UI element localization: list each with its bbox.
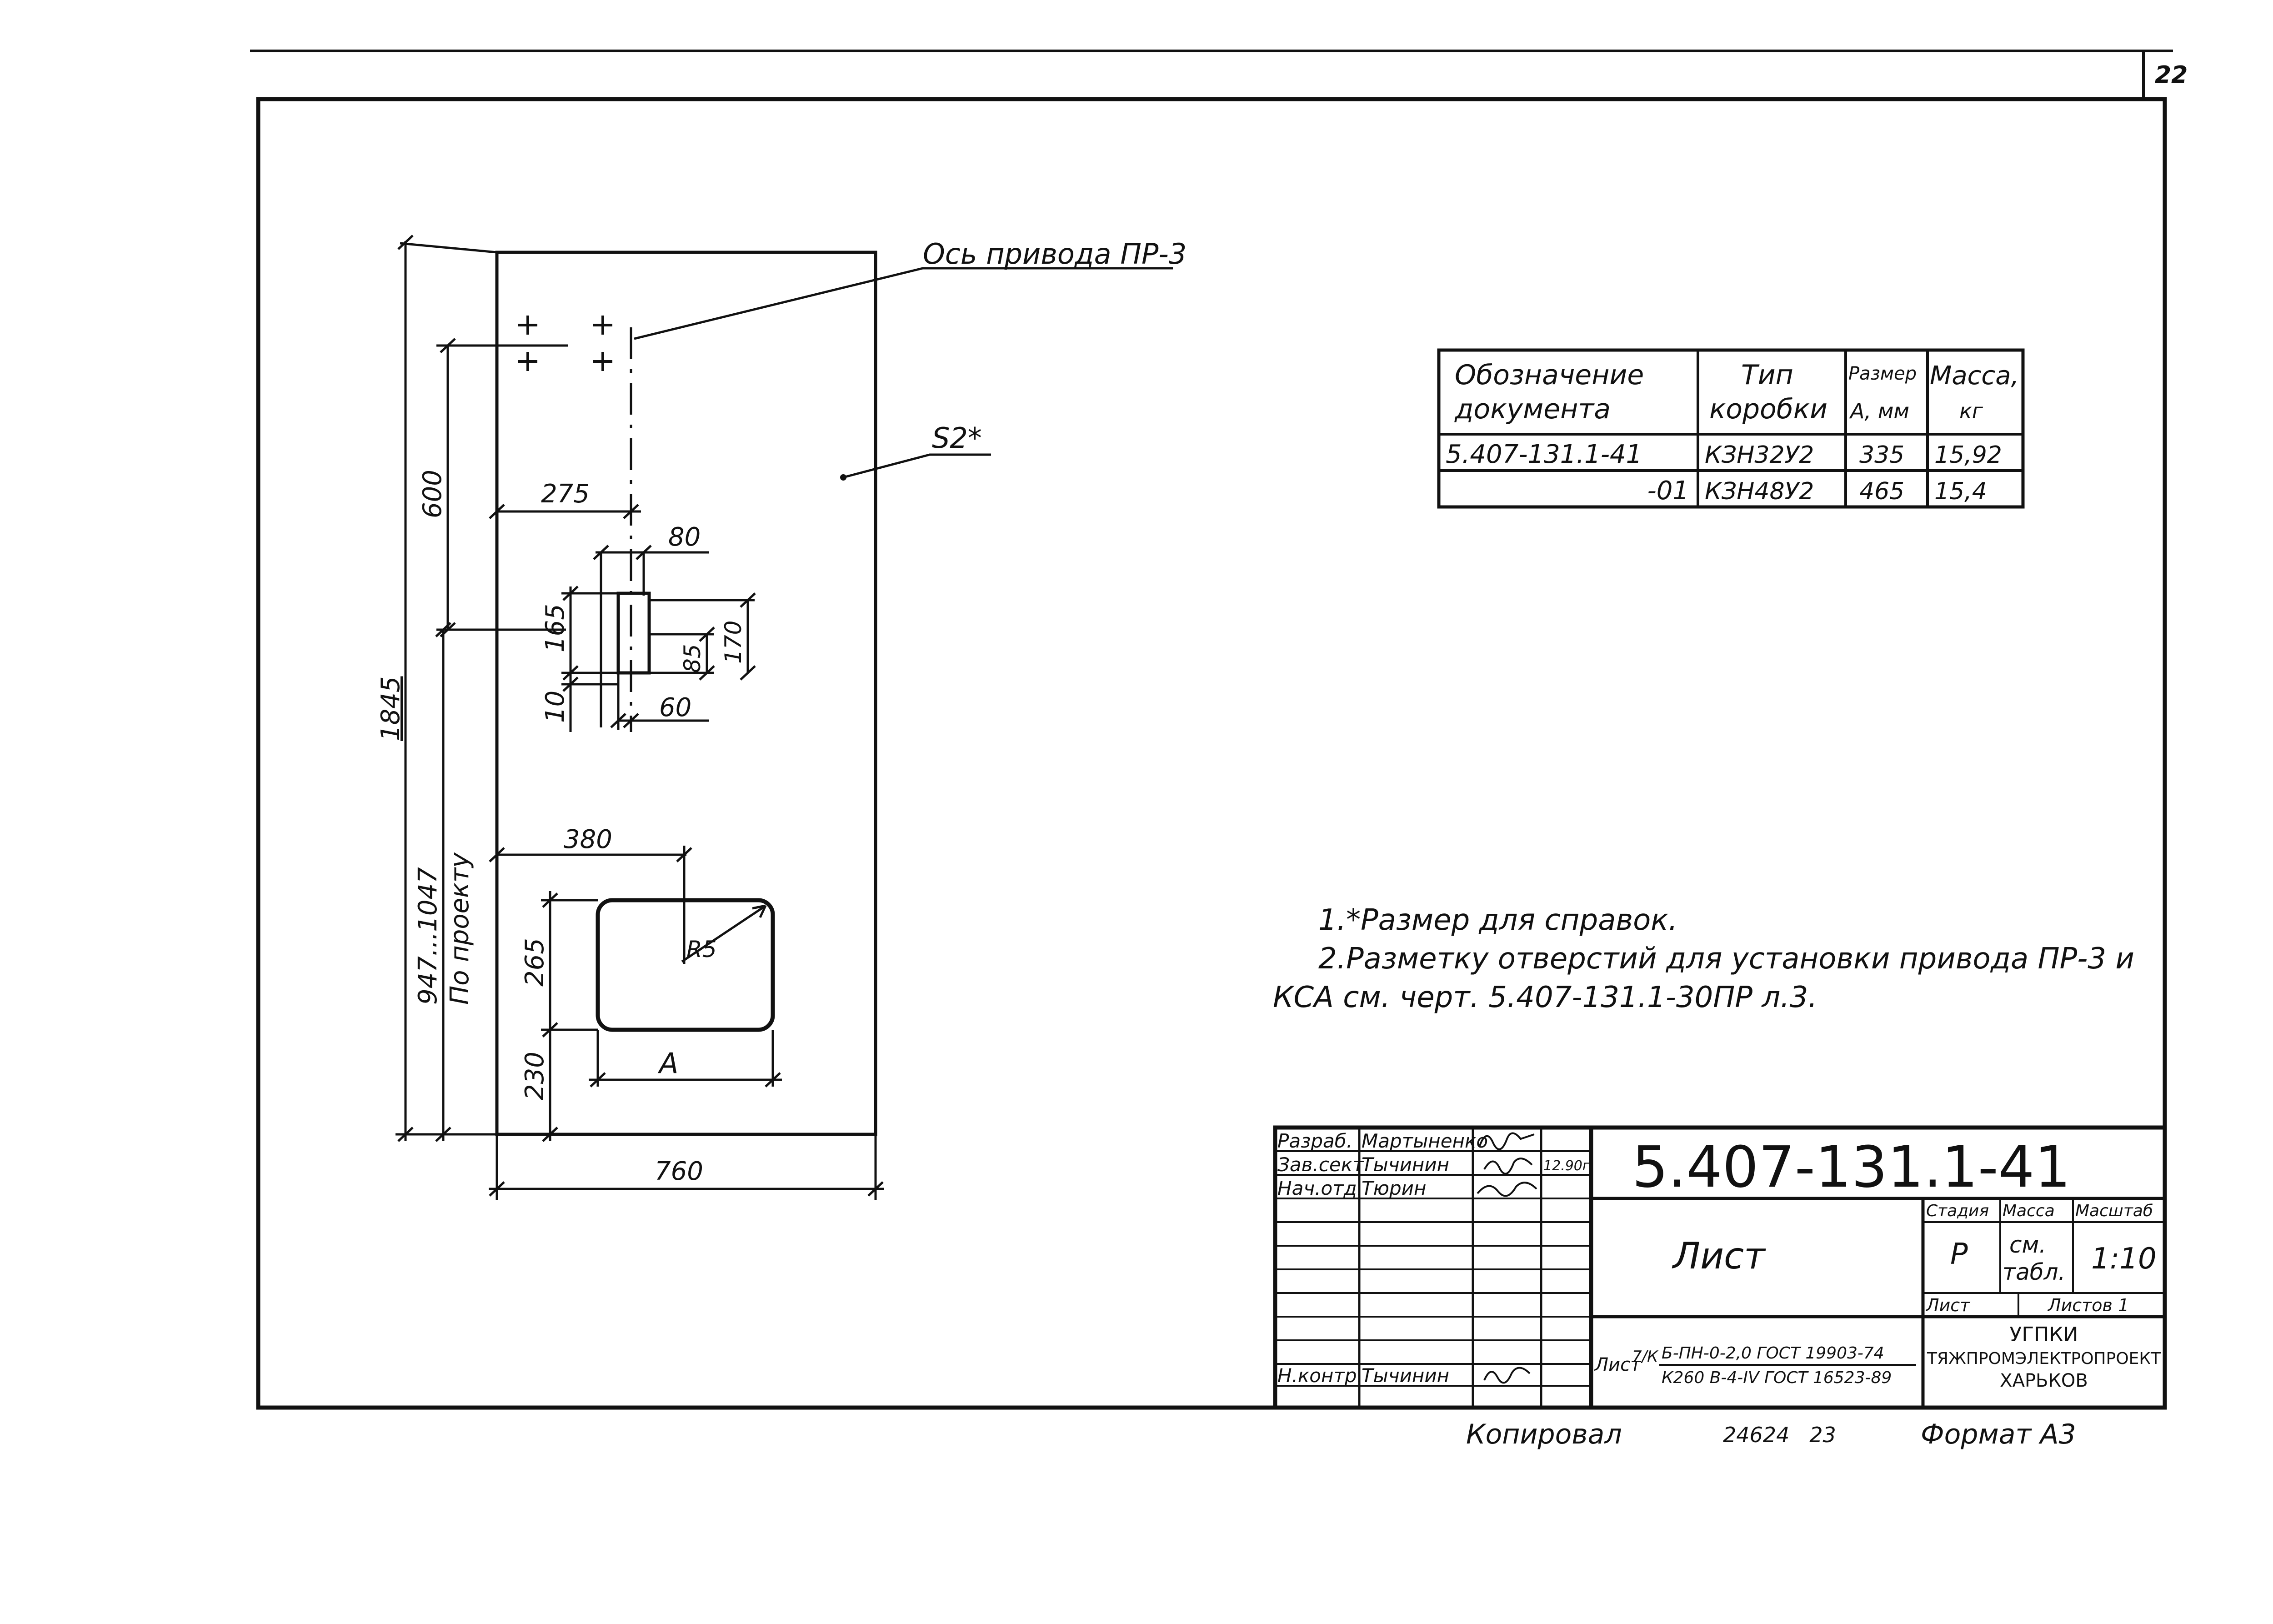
small-cutout [616,591,651,675]
dim-170-text: 170 [720,621,746,664]
dim-A-text: A [657,1047,678,1080]
role-zavsekt: Зав.сект [1277,1153,1364,1176]
note-1: 1.*Размер для справок. [1318,903,1677,937]
org-line-1: УГПКИ [2010,1323,2078,1346]
signatures [1477,1132,1537,1384]
dim-165-text: 165 [541,604,570,652]
material-prefix: Лист [1594,1354,1642,1375]
spec-header-size-1: Размер [1848,363,1917,384]
footer-number: 24624 23 [1723,1423,1836,1447]
spec-row-2-type: КЗН48У2 [1705,478,1814,505]
name-razrab: Мартыненко [1362,1130,1488,1152]
footer-format: Формат А3 [1921,1418,2076,1450]
name-nachotd: Тюрин [1362,1177,1426,1199]
mass-label: Масса [2003,1202,2055,1220]
spec-header-size-2: А, мм [1849,399,1909,423]
dim-10-text: 10 [541,691,570,723]
material-top: Б-ПН-0-2,0 ГОСТ 19903-74 [1662,1344,1884,1363]
doc-code: 5.407-131.1-41 [1632,1134,2071,1200]
spec-header-doc-2: документа [1454,393,1611,425]
title-block-frame [1273,1125,2167,1410]
dim-85-170 [649,592,756,681]
dim-1845-text: 1845 [376,676,406,741]
role-nachotd: Нач.отд. [1277,1177,1363,1199]
spec-row-2-doc: -01 [1647,476,1689,506]
spec-row-1-doc: 5.407-131.1-41 [1446,440,1642,469]
dim-A [589,1030,782,1088]
sheets-label: Листов 1 [2047,1295,2129,1315]
name-nkontr: Тычинин [1362,1364,1449,1387]
panel-drawing: Ось привода ПР-3 S2* 1845 947...1047 По … [376,235,1187,1200]
sheet-number: 22 [2155,61,2188,89]
spec-row-1-type: КЗН32У2 [1705,441,1814,469]
spec-row-2-size: 465 [1859,478,1904,505]
material-bottom: К260 В-4-IV ГОСТ 16523-89 [1662,1368,1892,1387]
dim-380 [489,846,692,964]
dim-380-text: 380 [564,825,612,854]
dim-80 [593,545,709,727]
spec-header-doc-1: Обозначение [1455,359,1644,391]
footer: Копировал 24624 23 Формат А3 [1466,1418,2076,1450]
scale-value: 1:10 [2091,1242,2157,1276]
role-nkontr: Н.контр. [1277,1364,1363,1387]
spec-row-1-mass: 15,92 [1934,441,2002,469]
org-line-2: ТЯЖПРОМЭЛЕКТРОПРОЕКТ [1927,1349,2161,1368]
dim-60 [610,673,709,730]
dim-600-text: 600 [418,470,447,518]
spec-table-frame [1437,348,2025,509]
r5-text: R5 [686,936,717,962]
dim-760 [489,1134,884,1200]
spec-header-mass-2: кг [1959,399,1983,423]
dim-265-text: 265 [520,938,550,987]
spec-header-type-2: коробки [1709,393,1827,425]
dim-80-text: 80 [668,522,701,552]
dim-1845 [396,235,497,1142]
dim-600 [436,338,568,637]
org-line-3: ХАРЬКОВ [2000,1370,2088,1391]
mass-value-2: табл. [2003,1259,2065,1285]
material-fraction-mark: 7/К [1632,1348,1659,1366]
s2-leader-dot [840,474,846,481]
title-block: Разраб. Мартыненко Зав.сект Тычинин 12.9… [1273,1125,2167,1410]
scale-label: Масштаб [2075,1202,2153,1220]
mounting-holes [518,316,612,371]
s2-label: S2* [932,421,982,455]
panel-outline [495,251,877,1136]
dim-85-text: 85 [679,644,706,673]
r5-leader [681,904,767,963]
spec-header-mass-1: Масса, [1930,361,2019,391]
drawing-frame [256,97,2167,1410]
dim-947-text: 947...1047 [413,867,443,1005]
dim-po-proektu-text: По проекту [445,852,475,1005]
spec-row-1-size: 335 [1859,441,1904,469]
note-2-line-2: КСА см. черт. 5.407-131.1-30ПР л.3. [1273,981,1817,1014]
list-label: Лист [1925,1295,1971,1315]
spec-header-type-1: Тип [1741,359,1793,391]
drive-axis-label: Ось привода ПР-3 [923,237,1187,271]
dim-275-text: 275 [541,479,590,509]
name-zavsekt: Тычинин [1362,1153,1449,1176]
dim-165 [561,586,618,732]
drive-axis-leader [634,267,1173,340]
stage-label: Стадия [1926,1202,1989,1220]
footer-copied: Копировал [1466,1418,1622,1450]
notes: 1.*Размер для справок. 2.Разметку отверс… [1273,903,2134,1014]
title-block-rows [1275,1150,1591,1387]
mass-value-1: см. [2009,1232,2046,1258]
spec-row-2-mass: 15,4 [1934,478,1987,505]
dim-230-text: 230 [520,1052,550,1100]
s2-leader [843,453,991,479]
sheet-title: Лист [1672,1235,1766,1277]
stage-value: Р [1950,1238,1968,1271]
dim-265-230 [541,891,598,1142]
spec-table: Обозначение документа Тип коробки Размер… [1437,348,2025,509]
dim-60-text: 60 [659,693,691,722]
role-razrab: Разраб. [1277,1130,1352,1152]
note-2-line-1: 2.Разметку отверстий для установки приво… [1318,942,2134,976]
date-zavsekt: 12.90г [1543,1158,1590,1174]
dim-275 [489,504,641,519]
dim-760-text: 760 [655,1157,703,1186]
